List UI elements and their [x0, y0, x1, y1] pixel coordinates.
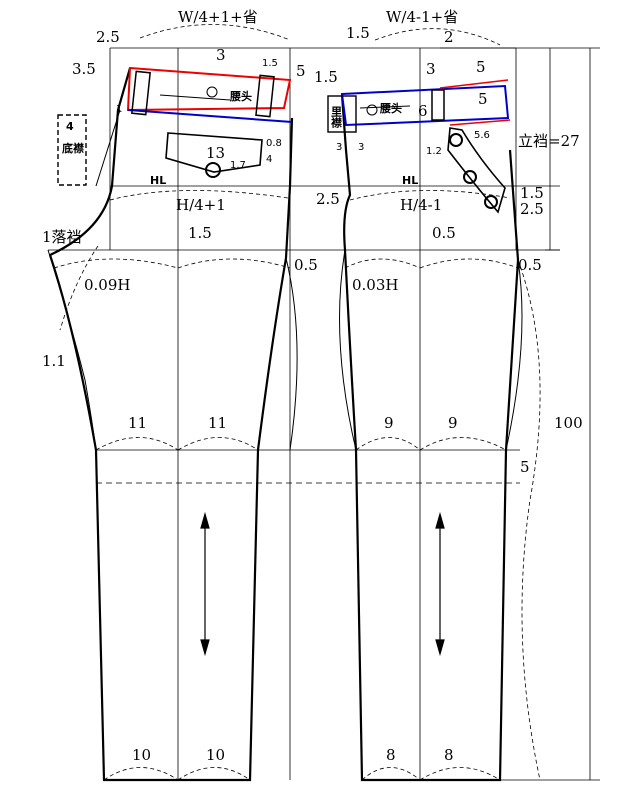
- back-button-3: [484, 195, 498, 209]
- back-inseam-guide: [339, 249, 357, 451]
- front-button-size: 1.7: [230, 160, 246, 171]
- lining-label: 里襟: [330, 106, 343, 129]
- back-dim-1-5-right: 1.5: [520, 184, 544, 202]
- back-dim-5a: 5: [476, 58, 486, 76]
- fly-label: 底襟: [62, 141, 84, 155]
- front-dim-5: 5: [296, 62, 306, 80]
- front-dim-0-5: 0.5: [294, 256, 318, 274]
- back-dim-5b: 5: [478, 90, 488, 108]
- front-pocket-depth: 13: [206, 144, 225, 162]
- back-dim-1-2: 1.2: [426, 146, 442, 157]
- leg-grain-arrows: [200, 511, 445, 657]
- back-dim-0-5-left: 0.5: [432, 224, 456, 242]
- front-panel-outline: [48, 67, 294, 782]
- front-dim-1-5-top: 1.5: [262, 58, 278, 69]
- fly-number: 4: [66, 120, 74, 133]
- back-dim-3b: 3: [336, 142, 342, 153]
- back-dim-3c: 3: [358, 142, 364, 153]
- front-waist-formula: W/4+1+省: [178, 8, 258, 26]
- back-dim-1-5-left: 1.5: [314, 68, 338, 86]
- lining-piece: [327, 95, 357, 133]
- front-dim-1-5-crotch: 1.5: [188, 224, 212, 242]
- back-knee-right: 9: [448, 414, 458, 432]
- back-knee-left: 9: [384, 414, 394, 432]
- back-dim-3: 3: [426, 60, 436, 78]
- back-waistband-red-bottom: [449, 119, 511, 126]
- front-hem-left: 10: [132, 746, 151, 764]
- front-outseam-guide: [285, 257, 298, 451]
- back-button-1: [449, 133, 463, 147]
- back-hem-left: 8: [386, 746, 396, 764]
- back-waistband-label: 腰头: [379, 101, 402, 115]
- back-hip-line-label: HL: [402, 174, 418, 187]
- back-hip-formula: H/4-1: [400, 196, 442, 214]
- front-waistband-label: 腰头: [229, 89, 252, 103]
- front-dim-3: 3: [216, 46, 226, 64]
- back-panel-outline: [340, 94, 520, 782]
- front-hip-formula: H/4+1: [176, 196, 226, 214]
- front-dim-4: 4: [266, 154, 272, 165]
- back-waist-formula: W/4-1+省: [386, 8, 458, 26]
- back-dim-0-5-right: 0.5: [518, 256, 542, 274]
- front-dim-2-5: 2.5: [96, 28, 120, 46]
- front-dim-0-8: 0.8: [266, 138, 282, 149]
- back-outseam-guide: [505, 259, 523, 451]
- front-hem-right: 10: [206, 746, 225, 764]
- fly-piece-box: [57, 114, 87, 186]
- back-dim-2-5-right: 2.5: [520, 200, 544, 218]
- back-hem-right: 8: [444, 746, 454, 764]
- front-knee-left: 11: [128, 414, 147, 432]
- back-dim-1-5-top: 1.5: [346, 24, 370, 42]
- back-dim-5-6: 5.6: [474, 130, 490, 141]
- front-waistband-blue: [127, 109, 293, 123]
- front-curve-guide: [95, 109, 121, 187]
- back-dim-2: 2: [444, 28, 454, 46]
- back-waistband-red-top: [439, 79, 509, 89]
- measurement-arcs: [53, 24, 541, 781]
- front-dim-3-5: 3.5: [72, 60, 96, 78]
- back-dim-6: 6: [418, 102, 428, 120]
- front-dim-1-1: 1.1: [42, 352, 66, 370]
- front-pocket-button: [205, 162, 221, 178]
- front-crotch-ext: 0.09H: [84, 276, 130, 294]
- back-dim-knee-5: 5: [520, 458, 530, 476]
- front-hip-line-label: HL: [150, 174, 166, 187]
- front-knee-right: 11: [208, 414, 227, 432]
- belt-loop-left: [131, 70, 151, 116]
- back-waistband-blue: [340, 84, 510, 127]
- front-waistband-red: [126, 66, 292, 112]
- back-waist-button: [366, 104, 378, 116]
- front-dim-1: 1: [116, 104, 122, 115]
- belt-loop-right: [255, 74, 275, 118]
- back-total-length: 100: [554, 414, 583, 432]
- back-button-2: [463, 170, 477, 184]
- back-crotch-ext: 0.03H: [352, 276, 398, 294]
- back-waist-grain-arrow: [359, 105, 411, 109]
- back-rise-label: 立裆=27: [518, 132, 580, 150]
- back-curved-placket: [447, 127, 506, 214]
- front-inseam-guide: [47, 249, 97, 451]
- back-dim-2-5-left: 2.5: [316, 190, 340, 208]
- front-waist-button: [206, 86, 218, 98]
- front-crotch-drop: 1落裆: [42, 228, 82, 246]
- front-pocket-flap: [165, 132, 263, 173]
- back-belt-loop: [431, 89, 445, 121]
- front-grain-arrow: [159, 94, 231, 101]
